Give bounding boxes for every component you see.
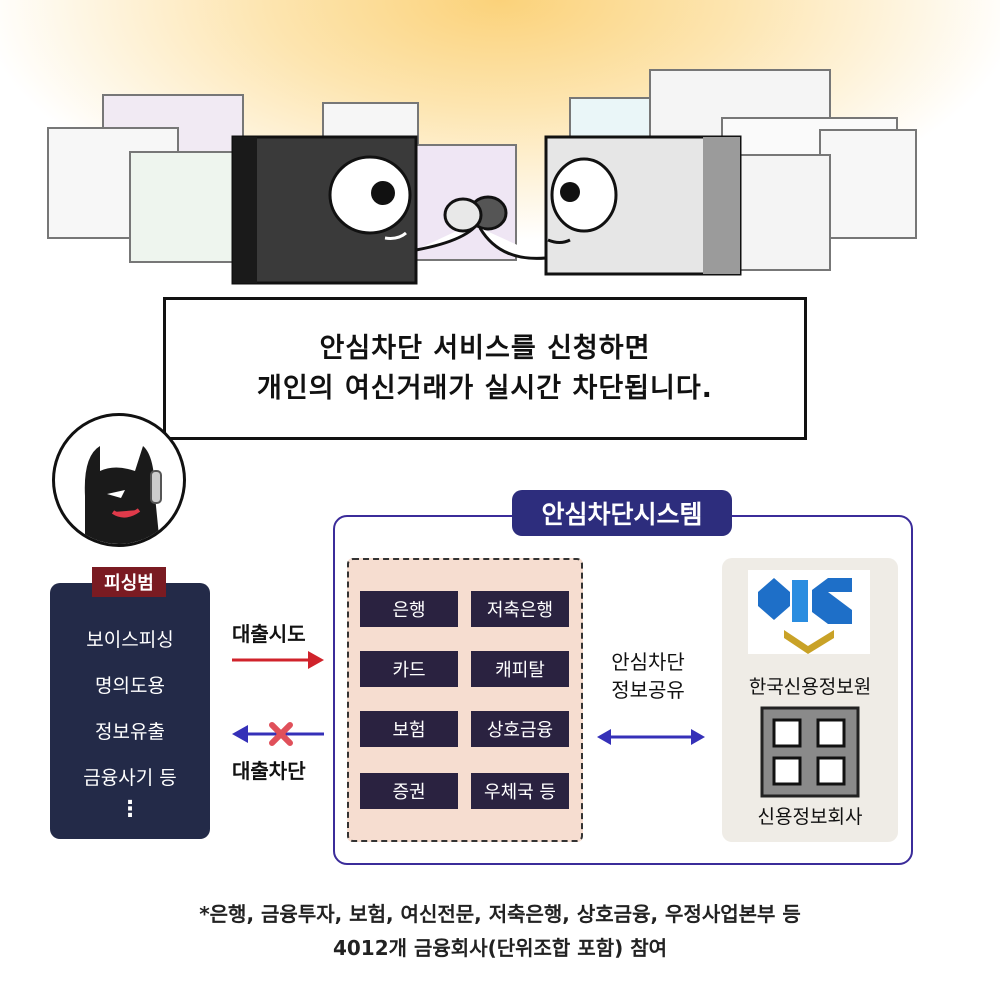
- phisher-avatar: [52, 413, 186, 547]
- cis-logo-icon: [748, 570, 870, 654]
- phisher-tag: 피싱범: [92, 567, 166, 597]
- black-cat-phisher-icon: [84, 446, 162, 544]
- caption-line-2: 개인의 여신거래가 실시간 차단됩니다.: [257, 372, 713, 404]
- block-arrow-icon: [232, 722, 324, 746]
- info-share-label: 안심차단 정보공유: [593, 648, 703, 704]
- loan-attempt-label: 대출시도: [232, 622, 306, 646]
- phishing-item: 보이스피싱: [86, 629, 174, 651]
- attempt-arrow-icon: [232, 651, 324, 669]
- more-items-dots: ⋮: [119, 797, 141, 822]
- institution-savings-bank: 저축은행: [471, 591, 569, 627]
- institution-capital: 캐피탈: [471, 651, 569, 687]
- light-card-character: [443, 135, 742, 276]
- loan-block-label: 대출차단: [232, 759, 306, 783]
- system-title: 안심차단시스템: [512, 490, 732, 536]
- phishing-panel: 보이스피싱 명의도용 정보유출 금융사기 등 ⋮: [50, 583, 210, 839]
- institution-card: 카드: [360, 651, 458, 687]
- kcredit-info-label: 한국신용정보원: [748, 676, 872, 698]
- caption-line-1: 안심차단 서비스를 신청하면: [319, 332, 651, 364]
- institution-post-office: 우체국 등: [471, 773, 569, 809]
- info-share-line-1: 안심차단: [611, 650, 685, 674]
- institution-bank: 은행: [360, 591, 458, 627]
- organizations-panel: 한국신용정보원 신용정보회사: [722, 558, 898, 842]
- building-icon: [760, 706, 860, 798]
- phishing-item: 명의도용: [95, 675, 165, 697]
- handshake-illustration: [47, 69, 917, 285]
- info-share-line-2: 정보공유: [611, 678, 685, 702]
- credit-info-company-label: 신용정보회사: [757, 806, 863, 828]
- footnote-line-2: 4012개 금융회사(단위조합 포함) 참여: [332, 936, 668, 960]
- institution-mutual-finance: 상호금융: [471, 711, 569, 747]
- institution-securities: 증권: [360, 773, 458, 809]
- dark-card-character: [231, 135, 508, 285]
- phishing-item: 금융사기 등: [83, 767, 177, 789]
- double-arrow-icon: [597, 729, 705, 745]
- institutions-panel: 은행 저축은행 카드 캐피탈 보험 상호금융 증권 우체국 등: [347, 558, 583, 842]
- institution-insurance: 보험: [360, 711, 458, 747]
- bg-document: [819, 129, 917, 239]
- phishing-item: 정보유출: [95, 721, 165, 743]
- caption-box: 안심차단 서비스를 신청하면 개인의 여신거래가 실시간 차단됩니다.: [163, 297, 807, 440]
- footnote-line-1: *은행, 금융투자, 보험, 여신전문, 저축은행, 상호금융, 우정사업본부 …: [199, 902, 801, 926]
